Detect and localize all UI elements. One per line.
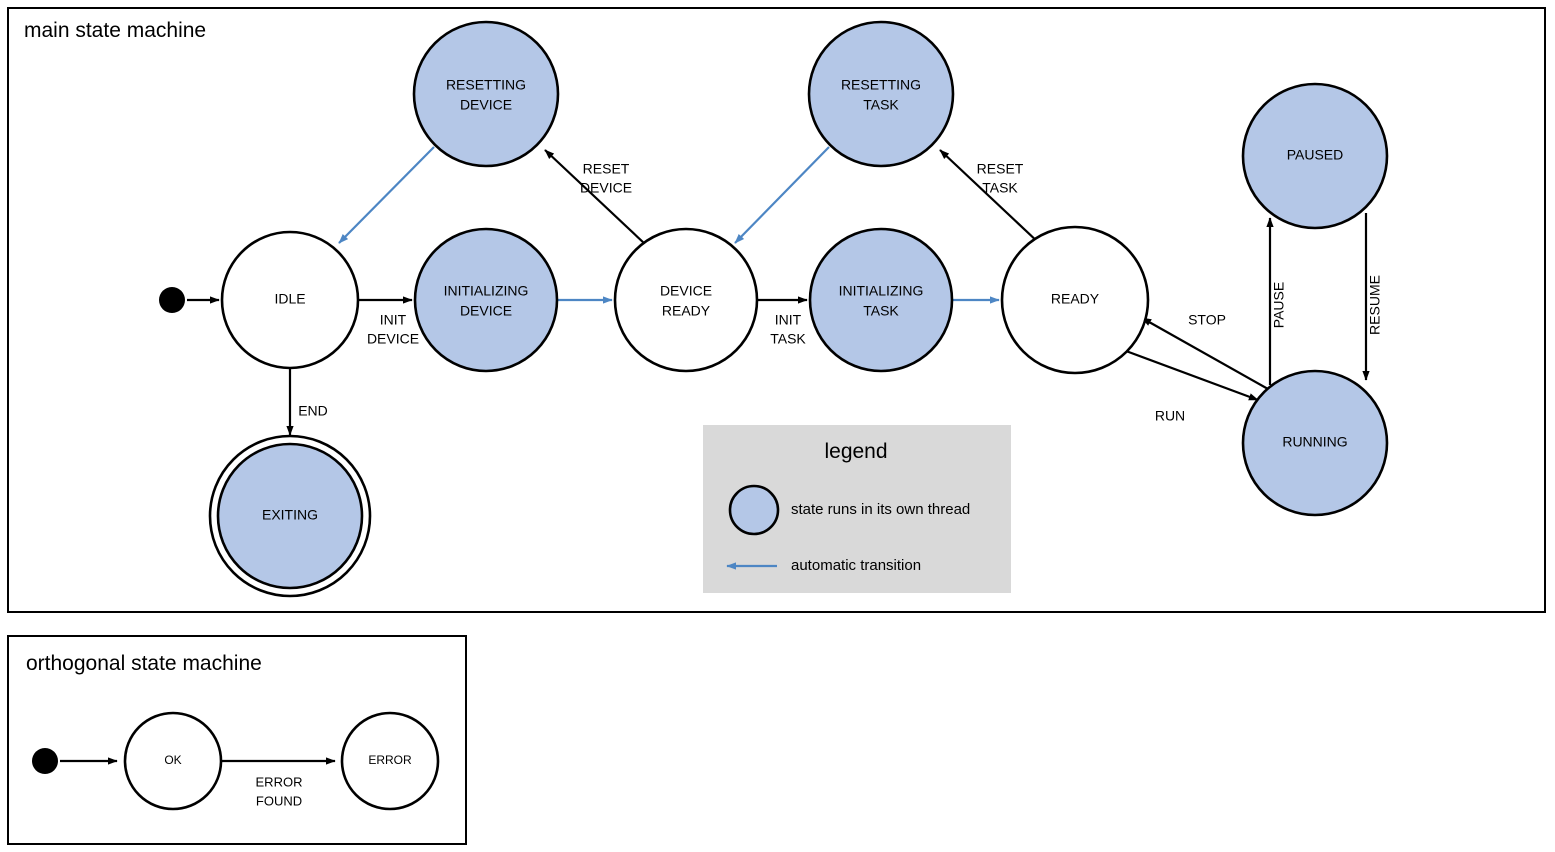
state-device-ready-label-line1: DEVICE <box>660 283 712 299</box>
label-resume: RESUME <box>1367 275 1383 335</box>
label-init-device-line1: INIT <box>380 312 407 328</box>
main-machine-title: main state machine <box>24 19 206 42</box>
initial-state-dot-main <box>159 287 185 313</box>
label-reset-task-line2: TASK <box>982 180 1018 196</box>
initial-transition-main <box>159 287 220 313</box>
state-initializing-task-label-line1: INITIALIZING <box>839 283 924 299</box>
legend-auto-text: automatic transition <box>791 557 921 574</box>
state-exiting-label: EXITING <box>262 507 318 523</box>
label-end: END <box>298 403 328 419</box>
state-initializing-device-label-line2: DEVICE <box>460 303 512 319</box>
state-initializing-device[interactable]: INITIALIZING DEVICE <box>413 227 559 373</box>
state-paused[interactable]: PAUSED <box>1241 82 1389 230</box>
state-error-label: ERROR <box>368 753 412 767</box>
main-machine-frame <box>7 7 1546 613</box>
state-device-ready[interactable]: DEVICE READY <box>613 227 759 373</box>
label-init-task-line2: TASK <box>770 331 806 347</box>
state-idle-shape[interactable] <box>220 230 360 370</box>
edge-resetting-device-to-idle <box>338 146 435 244</box>
label-reset-task-line1: RESET <box>977 161 1024 177</box>
legend-thread-text: state runs in its own thread <box>791 501 970 518</box>
state-resetting-task-label-line1: RESETTING <box>841 77 921 93</box>
state-idle[interactable]: IDLE <box>220 230 360 370</box>
state-resetting-device-label-line2: DEVICE <box>460 97 512 113</box>
state-ready-label: READY <box>1051 291 1100 307</box>
state-running-shape[interactable] <box>1241 369 1389 517</box>
edge-resetting-task-to-device-ready <box>734 146 830 244</box>
state-resetting-task-label-line2: TASK <box>863 97 899 113</box>
state-initializing-device-label-line1: INITIALIZING <box>444 283 529 299</box>
legend: legend state runs in its own thread auto… <box>703 425 1011 593</box>
legend-title: legend <box>824 440 887 463</box>
state-resetting-device[interactable]: RESETTING DEVICE <box>412 20 560 168</box>
state-exiting[interactable]: EXITING <box>208 434 372 598</box>
state-exiting-shape[interactable] <box>216 442 364 590</box>
state-running-label: RUNNING <box>1282 434 1347 450</box>
initial-state-dot-orthogonal <box>32 748 58 774</box>
state-device-ready-shape[interactable] <box>613 227 759 373</box>
edge-running-to-ready <box>1141 317 1269 390</box>
label-pause: PAUSE <box>1271 282 1287 328</box>
state-ready[interactable]: READY <box>1000 225 1150 375</box>
state-ok[interactable]: OK <box>123 711 223 811</box>
orthogonal-machine-frame <box>7 635 467 845</box>
state-initializing-task-label-line2: TASK <box>863 303 899 319</box>
state-resetting-device-label-line1: RESETTING <box>446 77 526 93</box>
label-stop: STOP <box>1188 312 1226 328</box>
label-run: RUN <box>1155 408 1185 424</box>
edge-ready-to-resetting-task <box>939 149 1041 245</box>
label-init-task-line1: INIT <box>775 312 802 328</box>
state-ready-shape[interactable] <box>1000 225 1150 375</box>
state-initializing-task-shape[interactable] <box>808 227 954 373</box>
state-resetting-task-shape[interactable] <box>807 20 955 168</box>
orthogonal-machine-title: orthogonal state machine <box>26 652 262 675</box>
state-ok-label: OK <box>164 753 181 767</box>
edge-ready-to-running <box>1125 349 1259 402</box>
state-error-shape[interactable] <box>340 711 440 811</box>
state-resetting-device-shape[interactable] <box>412 20 560 168</box>
initial-transition-orthogonal <box>32 748 118 774</box>
state-paused-label: PAUSED <box>1287 147 1344 163</box>
label-reset-device-line1: RESET <box>583 161 630 177</box>
label-error-found-line2: FOUND <box>256 793 302 808</box>
state-paused-shape[interactable] <box>1241 82 1389 230</box>
state-error[interactable]: ERROR <box>340 711 440 811</box>
state-initializing-device-shape[interactable] <box>413 227 559 373</box>
label-init-device-line2: DEVICE <box>367 331 419 347</box>
state-initializing-task[interactable]: INITIALIZING TASK <box>808 227 954 373</box>
state-device-ready-label-line2: READY <box>662 303 711 319</box>
label-reset-device-line2: DEVICE <box>580 180 632 196</box>
state-ok-shape[interactable] <box>123 711 223 811</box>
legend-thread-circle-icon <box>728 484 780 536</box>
label-error-found-line1: ERROR <box>256 774 303 789</box>
state-exiting-outer-ring <box>208 434 372 598</box>
edge-device-ready-to-resetting-device <box>544 149 646 245</box>
state-resetting-task[interactable]: RESETTING TASK <box>807 20 955 168</box>
state-idle-label: IDLE <box>274 291 305 307</box>
state-running[interactable]: RUNNING <box>1241 369 1389 517</box>
